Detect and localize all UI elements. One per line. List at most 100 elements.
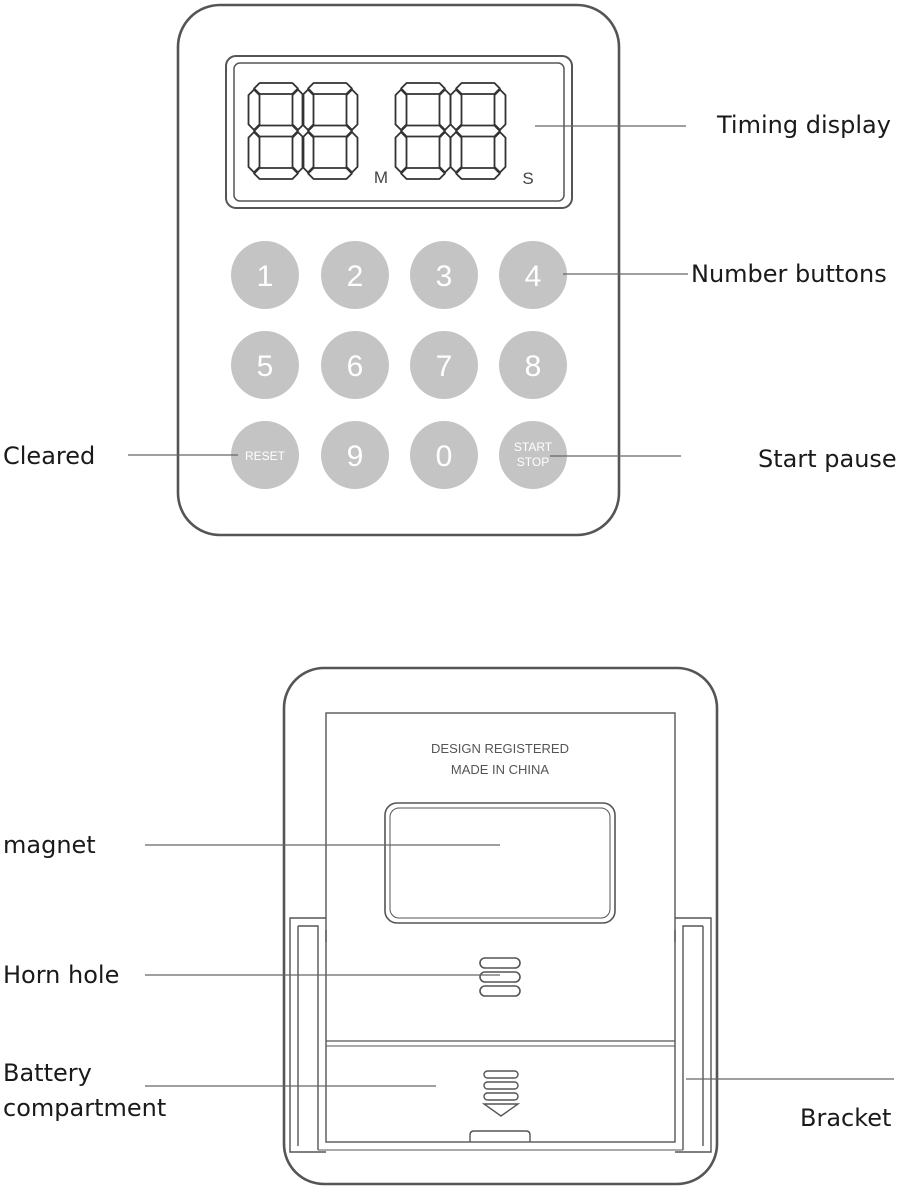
back-body	[282, 666, 719, 1186]
display-bezel-inner	[233, 62, 565, 202]
digit-3-segment-c	[438, 131, 452, 174]
digit-2-segment-g	[307, 124, 353, 138]
horn-slot-2	[479, 971, 521, 983]
keypad: 1 2 3 4 5 6 7	[231, 241, 567, 489]
button-4-face[interactable]	[499, 241, 567, 309]
button-1-label: 1	[257, 260, 274, 293]
button-1[interactable]: 1	[231, 241, 299, 309]
bracket-callout: Bracket	[800, 1104, 891, 1132]
horn-slot-3	[479, 985, 521, 997]
back-view: DESIGN REGISTERED MADE IN CHINA	[282, 666, 719, 1186]
bracket-right-arm[interactable]	[674, 917, 712, 1153]
display-bezel-outer	[225, 55, 573, 209]
button-3[interactable]: 3	[410, 241, 478, 309]
digit-1-segment-e	[247, 131, 261, 174]
digit-1-segment-d	[253, 167, 299, 180]
reset-button-face[interactable]	[231, 421, 299, 489]
digit-2-segment-e	[301, 131, 315, 174]
digit-3-segment-d	[400, 167, 446, 180]
battery-compartment[interactable]	[326, 1040, 675, 1142]
reset-button-label: RESET	[245, 449, 286, 463]
reset-button[interactable]: RESET	[231, 421, 299, 489]
digit-1-segment-a	[253, 82, 299, 95]
digit-3-segment-f	[394, 88, 408, 131]
battery-callout-line-2: compartment	[3, 1094, 166, 1122]
button-5[interactable]: 5	[231, 331, 299, 399]
button-6-label: 6	[347, 350, 364, 383]
back-callouts: magnet Horn hole Battery compartment Bra…	[3, 831, 894, 1132]
digit-2-segment-d	[307, 167, 353, 180]
button-0[interactable]: 0	[410, 421, 478, 489]
button-9-face[interactable]	[321, 421, 389, 489]
cleared-callout: Cleared	[3, 442, 95, 470]
timing-display-screen: M S	[225, 55, 573, 209]
button-3-label: 3	[436, 260, 453, 293]
digit-1-segment-g	[253, 124, 299, 138]
battery-callout-line-1: Battery	[3, 1059, 92, 1087]
battery-arrow-icon	[481, 1103, 521, 1117]
button-9-label: 9	[347, 440, 364, 473]
digit-4-segment-b	[493, 88, 507, 131]
digit-3-segment-g	[400, 124, 446, 138]
back-panel	[325, 712, 676, 1143]
button-9[interactable]: 9	[321, 421, 389, 489]
digit-4-segment-d	[455, 167, 501, 180]
front-view: M S 1 2 3 4 5	[176, 3, 621, 537]
digit-4-segment-c	[493, 131, 507, 174]
start-stop-label-line-2: STOP	[517, 455, 549, 469]
button-5-face[interactable]	[231, 331, 299, 399]
button-7[interactable]: 7	[410, 331, 478, 399]
seven-segment-digits	[247, 82, 507, 180]
button-5-label: 5	[257, 350, 274, 383]
digit-2-segment-f	[301, 88, 315, 131]
start-stop-label-line-1: START	[514, 440, 553, 454]
digit-4-segment-e	[449, 131, 463, 174]
magnet-callout: magnet	[3, 831, 96, 859]
button-8[interactable]: 8	[499, 331, 567, 399]
digit-3-segment-e	[394, 131, 408, 174]
button-7-face[interactable]	[410, 331, 478, 399]
button-2-face[interactable]	[321, 241, 389, 309]
digit-4-segment-a	[455, 82, 501, 95]
horn-hole-callout: Horn hole	[3, 961, 119, 989]
front-callouts: Timing display Number buttons Cleared St…	[3, 111, 897, 473]
start-pause-callout: Start pause	[758, 445, 897, 473]
button-3-face[interactable]	[410, 241, 478, 309]
button-4[interactable]: 4	[499, 241, 567, 309]
magnet	[384, 802, 616, 924]
button-0-face[interactable]	[410, 421, 478, 489]
button-8-label: 8	[525, 350, 542, 383]
button-6-face[interactable]	[321, 331, 389, 399]
magnet-outer	[384, 802, 616, 924]
minutes-unit-label: M	[374, 168, 388, 187]
button-0-label: 0	[436, 440, 453, 473]
battery-grip-3	[483, 1092, 519, 1101]
button-6[interactable]: 6	[321, 331, 389, 399]
battery-grip-1	[483, 1070, 519, 1079]
button-4-label: 4	[525, 260, 542, 293]
number-buttons-callout: Number buttons	[691, 260, 887, 288]
digit-4-segment-f	[449, 88, 463, 131]
button-7-label: 7	[436, 350, 453, 383]
start-stop-button[interactable]: START STOP	[499, 421, 567, 489]
front-body	[176, 3, 621, 537]
back-print-line-2: MADE IN CHINA	[451, 762, 550, 777]
bracket-left-arm[interactable]	[289, 917, 327, 1153]
digit-3-segment-a	[400, 82, 446, 95]
magnet-inner	[389, 807, 611, 919]
start-stop-button-face[interactable]	[499, 421, 567, 489]
timing-display-callout: Timing display	[716, 111, 891, 139]
battery-latch-tab[interactable]	[469, 1130, 531, 1142]
button-8-face[interactable]	[499, 331, 567, 399]
button-2-label: 2	[347, 260, 364, 293]
digit-3-segment-b	[438, 88, 452, 131]
button-2[interactable]: 2	[321, 241, 389, 309]
horn-hole	[479, 957, 521, 997]
button-1-face[interactable]	[231, 241, 299, 309]
digit-4-segment-g	[455, 124, 501, 138]
digit-2-segment-a	[307, 82, 353, 95]
back-print-line-1: DESIGN REGISTERED	[431, 741, 569, 756]
digit-2-segment-b	[345, 88, 359, 131]
bracket[interactable]	[289, 917, 712, 1153]
